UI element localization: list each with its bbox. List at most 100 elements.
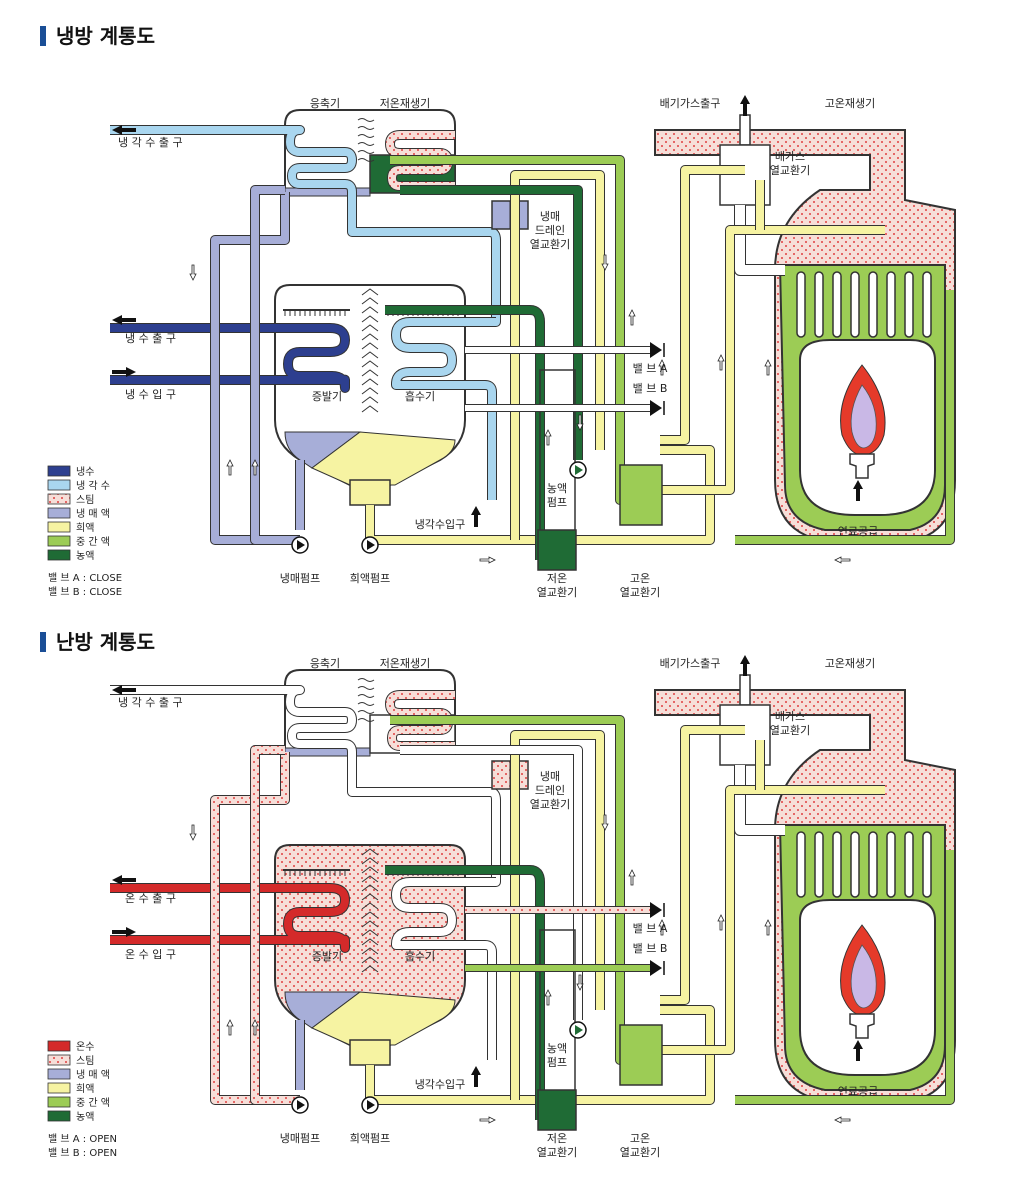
valve-a-icon[interactable] [650, 902, 662, 918]
cooling-water-coil [110, 686, 500, 886]
legend-swatch [47, 535, 71, 547]
vapor-squiggle [357, 118, 375, 122]
cooling-in-arrow [471, 1066, 481, 1087]
absorber-coil [392, 318, 496, 500]
cooling-water-out-arrow [112, 685, 136, 695]
label-valve-a: 밸 브 A [633, 362, 668, 375]
legend-swatch [47, 549, 71, 561]
valve-b-icon[interactable] [650, 400, 662, 416]
legend-swatch [47, 1110, 71, 1122]
eliminator-chevron [361, 866, 379, 874]
refrigerant-pump-icon-glyph [297, 540, 305, 550]
low-hx-box [537, 529, 577, 571]
burner-nozzle-icon [849, 1013, 875, 1039]
flow-arrow [226, 1019, 234, 1036]
eliminator-chevron [361, 920, 379, 928]
eliminator-chevron [361, 351, 379, 359]
eliminator-chevron [361, 884, 379, 892]
chilled-out-arrow [112, 875, 136, 885]
legend-label: 중 간 액 [76, 536, 110, 548]
legend-label: 냉 각 수 [76, 480, 110, 492]
label-valve-a: 밸 브 A [633, 922, 668, 935]
label-water-out: 냉 각 수 출 구 [118, 136, 183, 149]
conc-pump-icon-glyph [575, 465, 583, 475]
valve-state-b: 밸 브 B : OPEN [48, 1147, 117, 1159]
eliminator-chevron [361, 360, 379, 368]
label-exhaust-outlet: 배기가스출구 [660, 657, 721, 670]
dilute-outlet [349, 479, 391, 506]
label-ref-pump: 냉매펌프 [280, 572, 320, 585]
eliminator-chevron [361, 342, 379, 350]
eliminator-chevron [361, 306, 379, 314]
dilute-sump [311, 991, 456, 1046]
label-fuel: 연료공급 [838, 525, 878, 538]
label-condenser: 응축기 [310, 97, 340, 110]
label-condenser: 응축기 [310, 657, 340, 670]
vapor-squiggle [357, 134, 375, 138]
absorber-coil [392, 878, 496, 1060]
flue-tube [886, 831, 896, 898]
label-chilled-in: 온 수 입 구 [125, 948, 176, 961]
dilute-line-3 [511, 171, 604, 540]
conc-pump-icon-glyph [575, 1025, 583, 1035]
label-low-regen: 저온재생기 [380, 657, 431, 670]
eliminator-chevron [361, 965, 379, 973]
cooling-water-out-arrow [112, 125, 136, 135]
valve-b-icon[interactable] [650, 960, 662, 976]
eliminator-chevron [361, 288, 379, 296]
chilled-in-arrow [112, 367, 136, 377]
eliminator-chevron [361, 297, 379, 305]
chilled-in-arrow [112, 927, 136, 937]
legend-label: 중 간 액 [76, 1097, 110, 1109]
legend-swatch [47, 1082, 71, 1094]
flame-inner-icon [850, 384, 877, 449]
cooling-water-coil [110, 126, 500, 326]
label-high-regen: 고온재생기 [825, 657, 876, 670]
valve-a-icon[interactable] [650, 342, 662, 358]
label-fuel: 연료공급 [838, 1085, 878, 1098]
flow-arrow [189, 264, 197, 281]
legend-swatch [47, 1054, 71, 1066]
flue-tube [850, 271, 860, 338]
label-chilled-in: 냉 수 입 구 [125, 388, 176, 401]
title-bar-marker [40, 632, 46, 652]
flue-tube [922, 831, 932, 898]
legend-label: 냉 매 액 [76, 508, 110, 520]
dilute-line-4 [660, 726, 745, 1004]
vapor-squiggle [357, 142, 375, 146]
eliminator-chevron [361, 929, 379, 937]
flow-arrow [834, 1116, 851, 1124]
exhaust-out-arrow [740, 95, 750, 116]
label-evaporator: 증발기 [312, 950, 342, 963]
eliminator-chevron [361, 956, 379, 964]
legend-swatch [47, 1096, 71, 1108]
flue-tube [832, 271, 842, 338]
flow-arrow [764, 919, 772, 936]
label-valve-b: 밸 브 B [633, 382, 668, 395]
title-bar-marker [40, 26, 46, 46]
medium-line-2 [735, 850, 954, 1104]
eliminator-chevron [361, 405, 379, 413]
legend-swatch [47, 493, 71, 505]
fuel-arrow [853, 1040, 863, 1061]
legend-swatch [47, 1040, 71, 1052]
refrigerant-riser [211, 752, 300, 1104]
eliminator-chevron [361, 857, 379, 865]
legend-label: 희액 [76, 1083, 94, 1095]
vapor-squiggle [357, 710, 375, 714]
valve-state-a: 밸 브 A : OPEN [48, 1133, 117, 1145]
flow-arrow [834, 556, 851, 564]
high-hx-box [619, 1024, 663, 1086]
flue-tube [868, 831, 878, 898]
conc-line-2 [385, 866, 544, 1120]
vapor-squiggle [357, 702, 375, 706]
dilute-line-5 [660, 226, 885, 494]
flow-arrow [601, 254, 609, 271]
